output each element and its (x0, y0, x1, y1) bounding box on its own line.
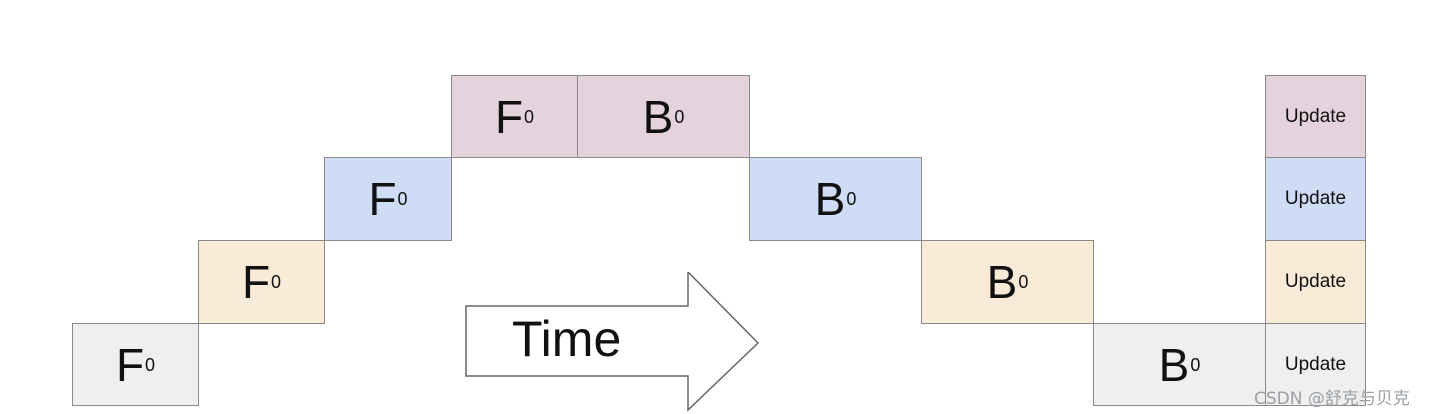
forward-subscript: 0 (271, 272, 282, 292)
backward-subscript: 0 (1018, 272, 1029, 292)
time-arrow-label: Time (512, 311, 622, 367)
forward-subscript: 0 (524, 106, 535, 127)
forward-label: F (115, 338, 145, 391)
backward-label: B (642, 90, 674, 143)
time-arrow (465, 272, 760, 412)
forward-subscript: 0 (145, 354, 156, 375)
update-block-stage-3: Update (1265, 157, 1366, 241)
backward-subscript: 0 (1190, 354, 1201, 375)
time-arrow-shape (465, 272, 760, 412)
update-label: Update (1284, 105, 1347, 127)
update-block-stage-2: Update (1265, 240, 1366, 324)
forward-label: F (494, 90, 524, 143)
forward-label: F (368, 173, 397, 225)
forward-subscript: 0 (397, 189, 408, 209)
forward-label: F (241, 256, 271, 308)
update-block-stage-1: Update (1265, 323, 1366, 406)
update-block-stage-4: Update (1265, 75, 1366, 158)
backward-subscript: 0 (846, 189, 857, 209)
watermark-text: CSDN @舒克与贝克 (1254, 389, 1410, 409)
backward-label: B (814, 173, 846, 225)
update-label: Update (1284, 188, 1347, 209)
update-label: Update (1284, 353, 1347, 375)
backward-label: B (986, 256, 1018, 308)
backward-label: B (1158, 338, 1190, 391)
update-label: Update (1284, 271, 1347, 292)
backward-subscript: 0 (674, 106, 685, 127)
